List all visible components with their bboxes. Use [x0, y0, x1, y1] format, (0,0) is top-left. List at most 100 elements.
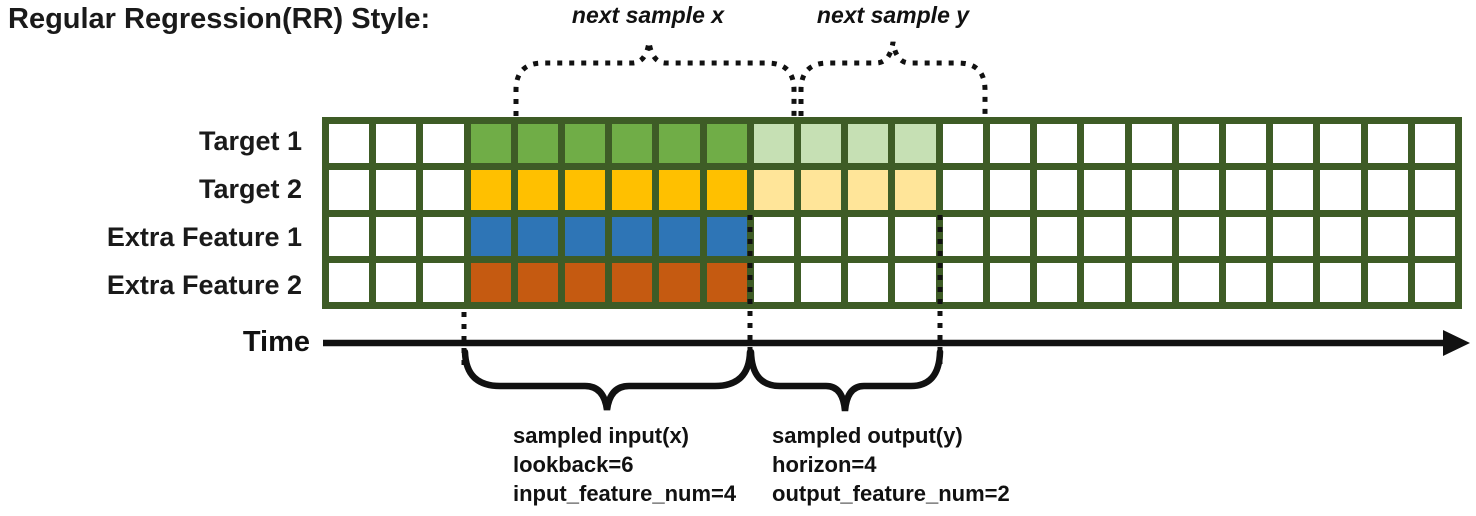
next-sample-y-brace	[798, 41, 988, 116]
grid-cell	[517, 170, 559, 210]
sampled-output-brace	[747, 348, 944, 412]
grid-cell	[1084, 124, 1125, 164]
grid-cell	[1131, 170, 1172, 210]
grid-cell	[1178, 170, 1219, 210]
sampled-output-annotation: sampled output(y) horizon=4 output_featu…	[772, 421, 1010, 508]
grid-cell	[376, 262, 417, 302]
grid-cell	[1320, 170, 1361, 210]
grid-cell	[989, 262, 1031, 302]
grid-cell	[801, 124, 842, 164]
grid-cell	[895, 216, 936, 256]
grid-cell	[1037, 262, 1078, 302]
grid-cell	[659, 124, 700, 164]
grid-cell	[801, 216, 842, 256]
grid-cell	[1320, 216, 1361, 256]
grid-cell	[848, 216, 889, 256]
grid-cell	[423, 170, 464, 210]
grid-cell	[517, 216, 559, 256]
grid-cell	[1178, 124, 1219, 164]
grid-cell	[753, 170, 795, 210]
grid-cell	[801, 170, 842, 210]
grid-cell	[659, 262, 700, 302]
grid-cell	[706, 124, 747, 164]
grid-cell	[706, 262, 747, 302]
grid-cell	[1225, 216, 1267, 256]
grid-cell	[1414, 170, 1455, 210]
grid-cell	[848, 262, 889, 302]
sampled-input-brace	[461, 348, 754, 411]
row-label: Target 2	[198, 173, 302, 204]
grid-cell	[1037, 216, 1078, 256]
grid-cell	[942, 216, 983, 256]
grid-cell	[848, 124, 889, 164]
grid-cell	[1084, 170, 1125, 210]
grid-cell	[565, 262, 606, 302]
grid-cell	[1225, 170, 1267, 210]
grid-cell	[1320, 262, 1361, 302]
grid-cell	[470, 170, 511, 210]
grid-cell	[1367, 124, 1408, 164]
grid-cell	[329, 124, 370, 164]
grid-cell	[423, 216, 464, 256]
grid-cell	[659, 170, 700, 210]
next-sample-y-label: next sample y	[816, 2, 970, 28]
grid-cell	[706, 170, 747, 210]
grid-cell	[801, 262, 842, 302]
grid-cell	[1367, 216, 1408, 256]
grid-cell	[612, 124, 653, 164]
row-label: Extra Feature 1	[106, 221, 302, 252]
grid-cell	[517, 124, 559, 164]
grid-cell	[1037, 124, 1078, 164]
grid-cell	[895, 262, 936, 302]
time-axis-arrowhead	[1443, 330, 1470, 356]
grid-cell	[659, 216, 700, 256]
grid-cell	[989, 216, 1031, 256]
input-feature-num-line: input_feature_num=4	[513, 481, 737, 506]
grid-cell	[1367, 262, 1408, 302]
grid-cell	[1178, 262, 1219, 302]
grid-cell	[1131, 262, 1172, 302]
row-label: Extra Feature 2	[106, 269, 302, 300]
grid-cell	[1037, 170, 1078, 210]
grid-cell	[565, 124, 606, 164]
grid-cell	[376, 124, 417, 164]
grid-cell	[612, 262, 653, 302]
grid-cell	[753, 124, 795, 164]
horizon-line: horizon=4	[772, 452, 877, 477]
grid-cell	[1367, 170, 1408, 210]
grid-cell	[1414, 216, 1455, 256]
row-label: Target 1	[198, 125, 302, 156]
grid-cell	[470, 124, 511, 164]
grid-cell	[1225, 124, 1267, 164]
sampled-input-line: sampled input(x)	[513, 423, 690, 448]
grid-cell	[1273, 124, 1314, 164]
next-sample-x-label: next sample x	[571, 2, 725, 28]
grid-cell	[612, 170, 653, 210]
next-sample-x-brace	[513, 41, 797, 116]
grid-cell	[753, 262, 795, 302]
grid-cell	[329, 170, 370, 210]
grid-cell	[753, 216, 795, 256]
grid-cell	[329, 262, 370, 302]
grid-cell	[612, 216, 653, 256]
grid-cell	[1320, 124, 1361, 164]
lookback-line: lookback=6	[513, 452, 634, 477]
grid-cell	[989, 124, 1031, 164]
grid-cell	[1131, 216, 1172, 256]
grid-cell	[989, 170, 1031, 210]
sample-grid	[322, 117, 1462, 309]
grid-cell	[376, 170, 417, 210]
grid-cell	[1414, 262, 1455, 302]
grid-cell	[1225, 262, 1267, 302]
grid-cell	[942, 124, 983, 164]
grid-cell	[1084, 262, 1125, 302]
sampled-input-annotation: sampled input(x) lookback=6 input_featur…	[513, 421, 736, 508]
grid-cell	[565, 216, 606, 256]
sampled-output-line: sampled output(y)	[772, 423, 963, 448]
grid-cell	[1178, 216, 1219, 256]
grid-cell	[895, 170, 936, 210]
grid-cell	[470, 262, 511, 302]
grid-cell	[1273, 216, 1314, 256]
grid-cell	[1414, 124, 1455, 164]
